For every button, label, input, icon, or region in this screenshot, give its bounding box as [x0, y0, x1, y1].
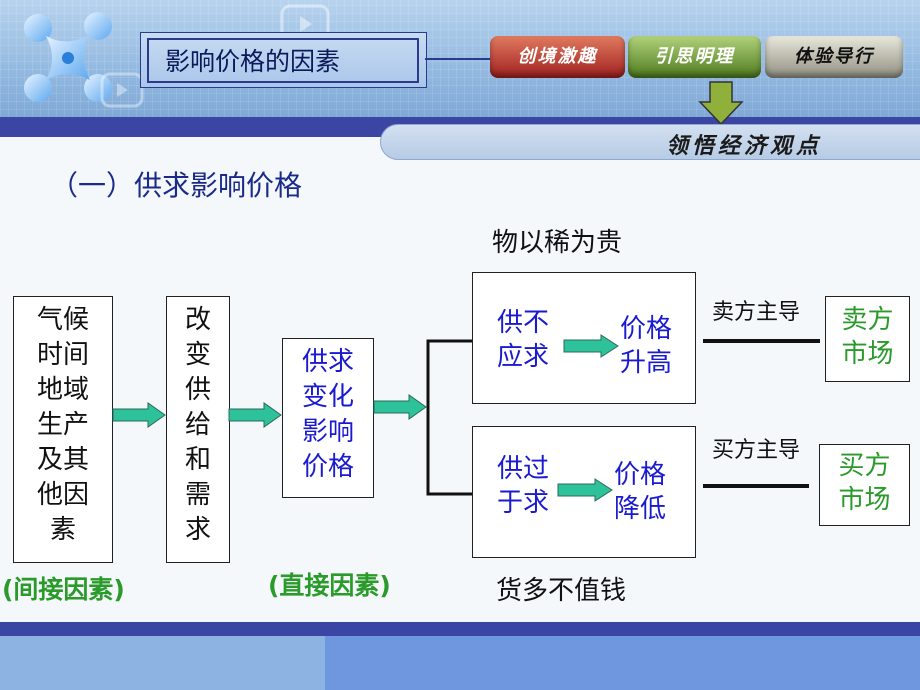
footer-band	[0, 622, 920, 636]
tab-chuangjing[interactable]: 创境激趣	[490, 36, 625, 78]
tab-tiyan[interactable]: 体验导行	[765, 36, 903, 78]
factor-line: 他因	[36, 480, 89, 510]
market-line: 卖方	[841, 305, 894, 335]
seller-market-box: 卖方 市场	[825, 296, 910, 382]
buyer-dominant-label: 买方主导	[712, 438, 801, 463]
effect-line: 升高	[620, 348, 673, 378]
arrow-icon	[557, 478, 613, 502]
cause-line: 供不	[497, 308, 550, 338]
section-heading: （一）供求影响价格	[50, 169, 303, 202]
connector-line	[703, 339, 820, 343]
title-connector	[425, 58, 490, 60]
shortage-cause: 供不 应求	[497, 306, 549, 374]
footer-right-panel	[325, 636, 920, 690]
title-frame	[140, 32, 427, 88]
tab-yinsi[interactable]: 引思明理	[628, 36, 761, 78]
effect-line: 降低	[614, 494, 667, 524]
box2-char: 和	[184, 445, 211, 475]
effect-line: 价格	[620, 314, 673, 344]
scarcity-caption: 物以稀为贵	[492, 228, 623, 258]
factor-line: 时间	[36, 340, 89, 370]
factors-box: 气候 时间 地域 生产 及其 他因 素	[13, 296, 113, 563]
subtitle: 领悟经济观点	[665, 133, 822, 159]
subtitle-band	[380, 124, 920, 160]
page-title: 影响价格的因素	[165, 47, 341, 76]
arrow-icon	[563, 334, 619, 358]
footer-left-panel	[0, 636, 325, 690]
arrow-icon	[228, 402, 282, 428]
buyer-market-box: 买方 市场	[819, 444, 910, 526]
cause-line: 供过	[497, 454, 550, 484]
shortage-box	[472, 272, 696, 404]
box3-line: 价格	[301, 452, 354, 482]
factor-line: 素	[49, 515, 76, 545]
price-fall-effect: 价格 降低	[614, 458, 666, 526]
supply-demand-change-box: 供求 变化 影响 价格	[282, 338, 374, 498]
cause-line: 于求	[497, 488, 550, 518]
branch-bracket	[426, 339, 473, 496]
box2-char: 供	[184, 375, 211, 405]
direct-factor-label: (直接因素)	[268, 571, 391, 600]
play-icon	[100, 72, 144, 108]
surplus-cause: 供过 于求	[497, 452, 549, 520]
down-arrow-icon	[698, 81, 744, 126]
box2-char: 变	[184, 340, 211, 370]
seller-dominant-label: 卖方主导	[712, 300, 801, 325]
box2-char: 给	[184, 410, 211, 440]
box3-line: 变化	[301, 382, 354, 412]
indirect-factor-label: (间接因素)	[2, 575, 125, 604]
change-supply-demand-box: 改 变 供 给 和 需 求	[166, 296, 230, 563]
connector-line	[703, 484, 809, 488]
box2-char: 求	[184, 515, 211, 545]
box3-line: 影响	[301, 417, 354, 447]
title-frame-inner	[147, 38, 419, 83]
arrow-icon	[373, 394, 427, 420]
price-rise-effect: 价格 升高	[620, 312, 672, 380]
factor-line: 及其	[36, 445, 89, 475]
market-line: 买方	[838, 451, 891, 481]
effect-line: 价格	[614, 460, 667, 490]
cause-line: 应求	[497, 342, 550, 372]
logo-icon	[24, 12, 112, 102]
box2-char: 改	[184, 305, 211, 335]
market-line: 市场	[838, 485, 891, 515]
market-line: 市场	[841, 339, 894, 369]
factor-line: 生产	[36, 410, 89, 440]
factor-line: 气候	[36, 305, 89, 335]
factor-line: 地域	[36, 375, 89, 405]
surplus-caption: 货多不值钱	[496, 576, 627, 606]
box2-char: 需	[184, 480, 211, 510]
arrow-icon	[112, 402, 166, 428]
box3-line: 供求	[301, 347, 354, 377]
